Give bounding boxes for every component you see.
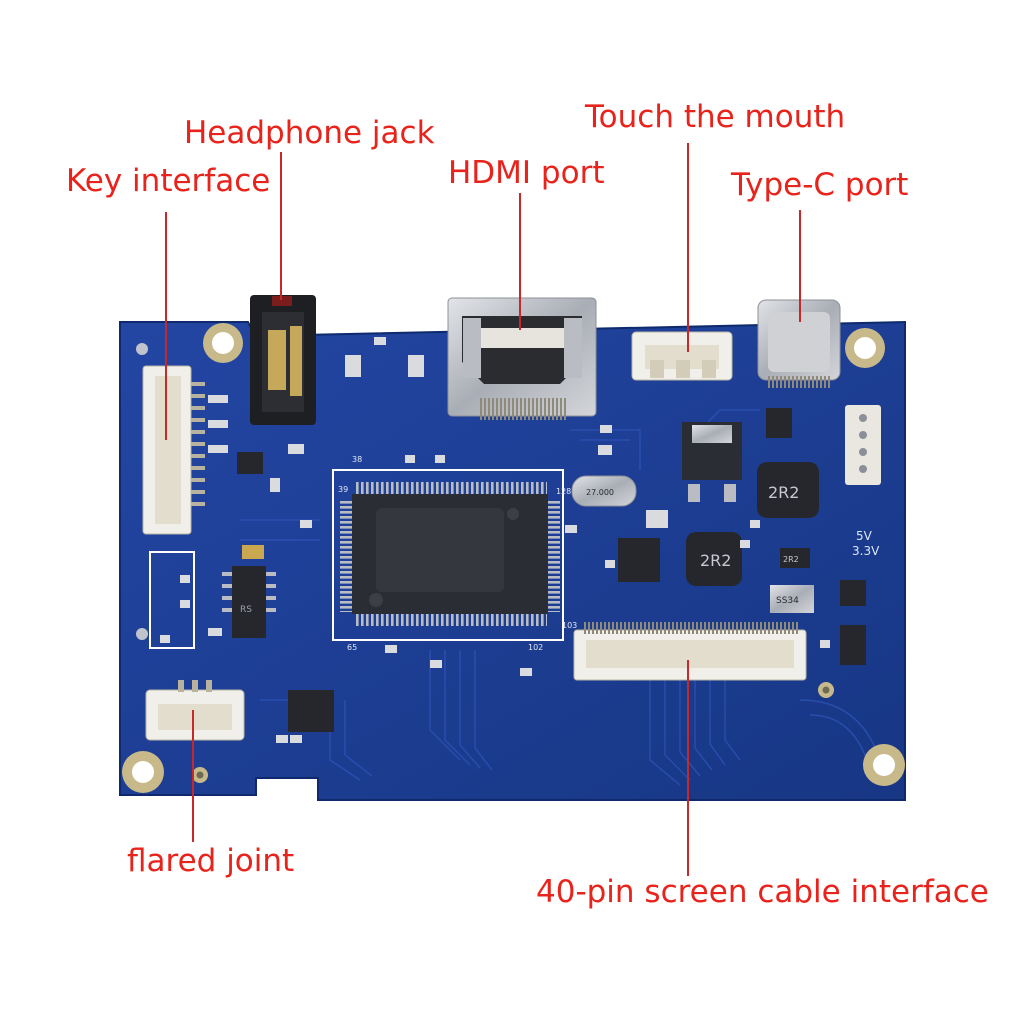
left-ic-chip [222, 566, 276, 638]
touch-connector [631, 331, 733, 381]
callout-touch-the-mouth: Touch the mouth [585, 99, 846, 135]
power-components [618, 408, 866, 665]
pin-label-128: 128 [556, 487, 571, 496]
pin-label-102: 102 [528, 643, 543, 652]
main-processor-chip [332, 469, 564, 641]
key-interface-connector [142, 365, 205, 535]
type-c-port [757, 299, 881, 485]
capacitor [242, 545, 264, 559]
callout-screen-cable-interface: 40-pin screen cable interface [536, 874, 989, 910]
label-3v3: 3.3V [852, 544, 880, 558]
callout-headphone-jack: Headphone jack [184, 115, 435, 151]
callout-lines [165, 143, 801, 876]
small-chip-marking: 2R2 [783, 555, 799, 564]
pin-label-65: 65 [347, 643, 357, 652]
pin-label-39: 39 [338, 485, 348, 494]
diode-marking: SS34 [776, 596, 799, 606]
pin-label-38: 38 [352, 455, 362, 464]
inductor-2-marking: 2R2 [700, 551, 731, 570]
callout-key-interface: Key interface [66, 163, 271, 199]
headphone-jack [250, 295, 316, 425]
label-5v: 5V [856, 529, 873, 543]
callout-flared-joint: flared joint [127, 843, 295, 879]
small-ic [288, 690, 334, 732]
mounting-holes [122, 323, 905, 793]
crystal-marking: 27.000 [586, 488, 614, 497]
smd-components-top-left [208, 337, 424, 492]
inductor-1-marking: 2R2 [768, 483, 799, 502]
crystal-oscillator [571, 475, 637, 507]
side-frame [149, 551, 195, 649]
screen-cable-connector [573, 622, 807, 681]
smd-components [160, 425, 830, 743]
hdmi-port [447, 297, 597, 420]
callout-type-c-port: Type-C port [731, 167, 909, 203]
flared-joint-connector [145, 680, 245, 741]
pin-label-103: 103 [562, 621, 577, 630]
left-ic-marking: RS [240, 605, 252, 615]
pcb-traces [240, 409, 881, 786]
callout-hdmi-port: HDMI port [448, 155, 605, 191]
